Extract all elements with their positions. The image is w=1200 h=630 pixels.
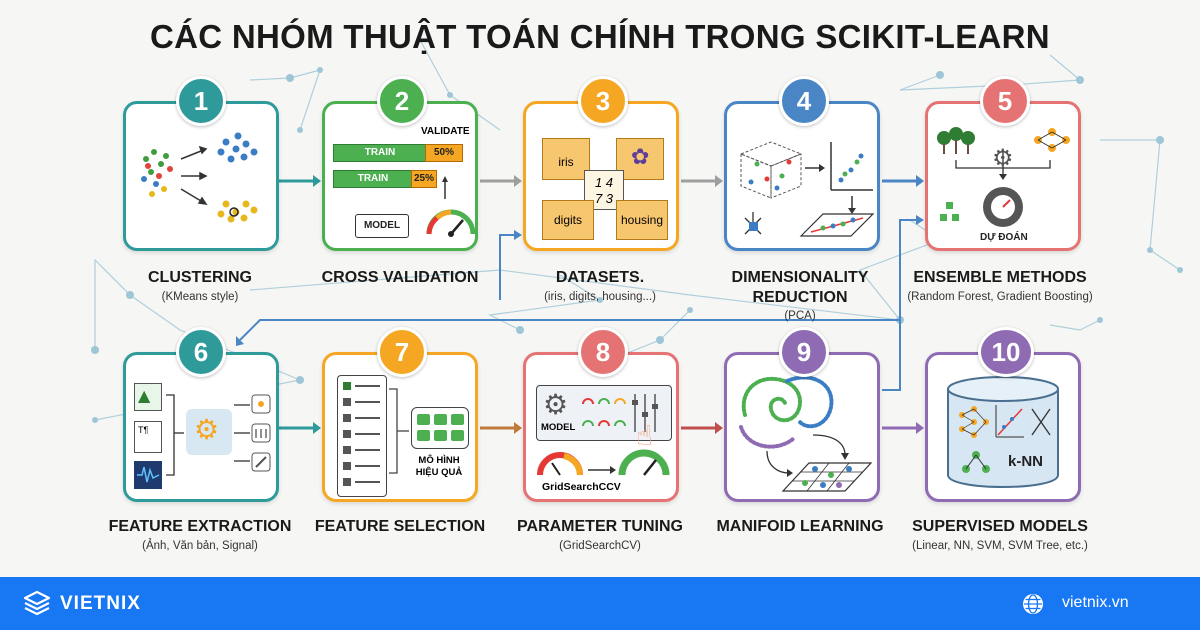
tree-icon [937, 127, 1070, 227]
card-datasets[interactable]: iris ✿ 1 4 7 3 digits housing [523, 101, 679, 251]
card-feature-selection[interactable]: MÔ HÌNH HIỆU QUẢ [322, 352, 478, 502]
card-supervised-models[interactable]: k-NN [925, 352, 1081, 502]
cv-model-box: MODEL [355, 214, 409, 238]
cv-pct-1: 50% [425, 144, 463, 162]
card-clustering[interactable] [123, 101, 279, 251]
folder-housing: housing [616, 200, 668, 240]
footer-url[interactable]: vietnix.vn [1062, 594, 1129, 611]
card-cross-validation[interactable]: VALIDATE TRAIN 50% TRAIN 25% MODEL [322, 101, 478, 251]
sub-supervised-models: (Linear, NN, SVM, SVM Tree, etc.) [912, 540, 1088, 552]
text-doc-icon: T¶ [134, 421, 162, 453]
footer-bar: VIETNIX vietnix.vn [0, 577, 1200, 630]
label-dimensionality-reduction: DIMENSIONALITY REDUCTION [731, 269, 869, 306]
flower-icon: ✿ [631, 145, 650, 170]
gridsearch-label: GridSearchCCV [542, 481, 621, 493]
label-supervised-models: SUPERVISED MODELS [912, 518, 1088, 535]
sub-clustering: (KMeans style) [161, 291, 239, 303]
label-datasets: DATASETS. [555, 269, 645, 286]
signal-icon [134, 461, 162, 489]
number-badge-9: 9 [779, 327, 829, 377]
label-feature-extraction: FEATURE EXTRACTION [108, 518, 292, 535]
selected-features [411, 407, 469, 449]
digits-row-2: 7 3 [594, 191, 614, 206]
manifold-illustration [739, 375, 873, 492]
hand-pointer-icon: ☝ [636, 419, 654, 452]
knn-label: k-NN [1008, 453, 1044, 470]
number-badge-7: 7 [377, 327, 427, 377]
sub-parameter-tuning: (GridSearchCV) [559, 540, 641, 552]
card-feature-extraction[interactable]: ▲ T¶ ⚙ [123, 352, 279, 502]
cv-train-bar-1: TRAIN [333, 144, 427, 162]
number-badge-3: 3 [578, 76, 628, 126]
label-parameter-tuning: PARAMETER TUNING [517, 518, 683, 535]
sub-ensemble-methods: (Random Forest, Gradient Boosting) [907, 291, 1093, 303]
supervised-models-illustration [947, 376, 1059, 488]
sub-datasets: (iris, digits, housing...) [544, 291, 656, 303]
label-ensemble-methods: ENSEMBLE METHODS [913, 269, 1087, 286]
card-parameter-tuning[interactable]: ⚙ MODEL ☝ GridSearchCCV [523, 352, 679, 502]
selection-brace [389, 388, 409, 474]
gear-icon: ⚙ [194, 413, 220, 446]
gear-icon: ⚙ [543, 388, 569, 421]
tuning-panel: ⚙ MODEL [536, 385, 672, 441]
processor-box: ⚙ [186, 409, 232, 455]
folder-flower: ✿ [616, 138, 664, 180]
sub-dimensionality-reduction: (PCA) [784, 310, 816, 322]
label-clustering: CLUSTERING [148, 269, 252, 286]
card-ensemble-methods[interactable]: ⚙ DỰ ĐOÁN [925, 101, 1081, 251]
tuning-model-label: MODEL [541, 422, 576, 433]
ensemble-predict-label: DỰ ĐOÁN [980, 232, 1028, 243]
label-manifold-learning: MANIFOID LEARNING [716, 518, 884, 535]
vietnix-logo-icon [23, 590, 51, 616]
gauge-icon [426, 176, 475, 237]
label-feature-selection: FEATURE SELECTION [314, 518, 486, 535]
page-title: CÁC NHÓM THUẬT TOÁN CHÍNH TRONG SCIKIT-L… [150, 18, 1050, 55]
cv-validate-label: VALIDATE [421, 126, 470, 137]
number-badge-1: 1 [176, 76, 226, 126]
image-icon: ▲ [134, 383, 162, 411]
gear-icon: ⚙ [992, 144, 1014, 172]
number-badge-10: 10 [978, 327, 1034, 377]
gauge-icon [582, 394, 658, 432]
label-cross-validation: CROSS VALIDATION [321, 269, 479, 286]
effective-model-line-1: MÔ HÌNH [418, 455, 460, 466]
card-manifold-learning[interactable] [724, 352, 880, 502]
globe-icon [1023, 594, 1043, 614]
tuning-gauges [537, 449, 670, 476]
sub-feature-extraction: (Ảnh, Văn bản, Signal) [142, 540, 258, 552]
footer-brand[interactable]: VIETNIX [60, 593, 141, 614]
pca-illustration [739, 141, 875, 237]
number-badge-6: 6 [176, 327, 226, 377]
clustering-illustration [141, 132, 258, 223]
digits-row-1: 1 4 [594, 175, 614, 190]
extraction-arrows [166, 394, 271, 476]
folder-iris: iris [542, 138, 590, 180]
number-badge-5: 5 [980, 76, 1030, 126]
feature-list [337, 375, 387, 497]
number-badge-8: 8 [578, 327, 628, 377]
effective-model-label: MÔ HÌNH HIỆU QUẢ [403, 455, 475, 479]
number-badge-2: 2 [377, 76, 427, 126]
digits-card: 1 4 7 3 [584, 170, 624, 210]
number-badge-4: 4 [779, 76, 829, 126]
effective-model-line-2: HIỆU QUẢ [415, 467, 463, 478]
cv-pct-2: 25% [411, 170, 437, 188]
folder-digits: digits [542, 200, 594, 240]
